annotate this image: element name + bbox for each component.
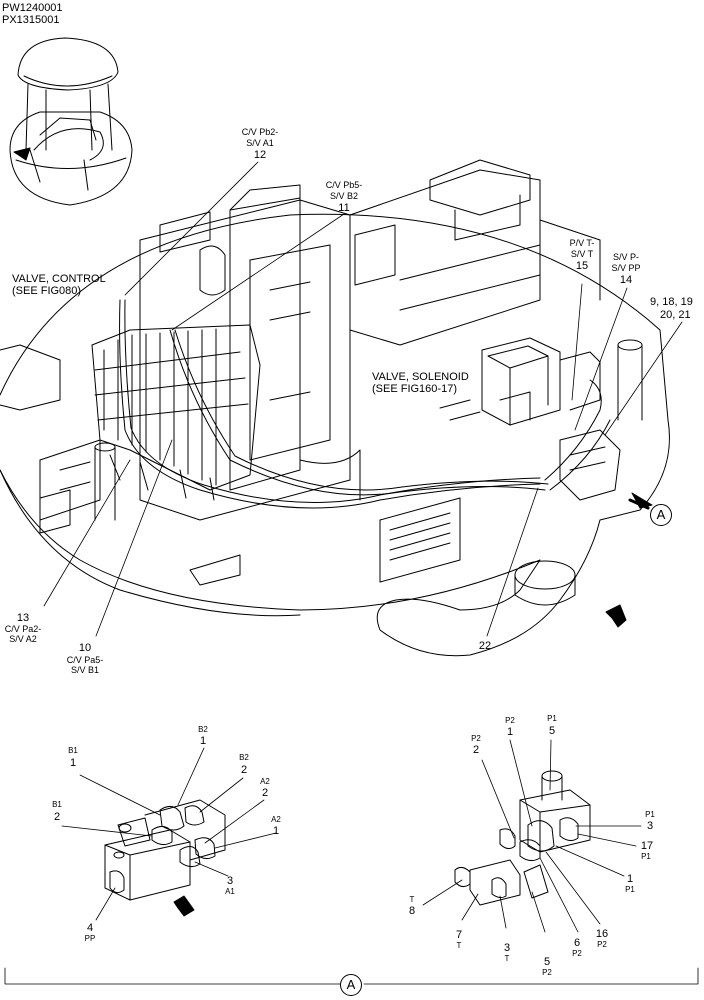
callout-10-number: 10 — [78, 642, 92, 654]
control-valve-note-line1: VALVE, CONTROL — [12, 273, 106, 285]
right-label-t-3-num: 3 — [503, 942, 511, 954]
detail-right — [422, 739, 642, 933]
machine-thumbnail — [9, 37, 133, 206]
detail-left — [61, 747, 277, 921]
right-label-p1-1-num: 1 — [626, 873, 634, 885]
left-label-b1-1-num: 1 — [69, 757, 77, 769]
callout-15-text1: P/V T- — [569, 238, 595, 248]
right-label-t-7-num: 7 — [455, 929, 463, 941]
upper-structure-view — [0, 159, 670, 657]
left-label-b2-1-sub: B2 — [198, 725, 208, 734]
right-label-p1-5-sub: P1 — [547, 714, 557, 723]
callout-13-number: 13 — [16, 612, 30, 624]
right-label-p1-5-num: 5 — [548, 725, 556, 737]
callout-22-number: 22 — [478, 640, 492, 652]
callout-11-text2: S/V B2 — [329, 191, 358, 201]
right-label-p2-16-sub: P2 — [597, 940, 607, 949]
view-a-marker-bottom: A — [340, 974, 362, 996]
callout-11-number: 11 — [338, 202, 350, 214]
right-label-t-8-sub: T — [409, 895, 415, 904]
left-label-a2-1-num: 1 — [272, 825, 280, 837]
view-a-marker-main: A — [650, 504, 672, 526]
left-label-a2-2-sub: A2 — [260, 777, 270, 786]
left-label-b2-1-num: 1 — [199, 735, 207, 747]
left-label-a2-2-num: 2 — [261, 787, 269, 799]
left-label-b1-1-sub: B1 — [68, 746, 78, 755]
right-label-p1-1-sub: P1 — [625, 885, 635, 894]
left-label-b1-2-sub: B1 — [52, 800, 62, 809]
right-label-p2-2-sub: P2 — [471, 734, 481, 743]
drawing-code-1: PW1240001 — [2, 2, 63, 14]
right-label-p2-2-num: 2 — [472, 744, 480, 756]
callout-14-text1: S/V P- — [612, 252, 639, 262]
callout-14-number: 14 — [619, 274, 633, 286]
right-label-p2-16-num: 16 — [595, 928, 609, 940]
left-label-b2-2-sub: B2 — [239, 753, 249, 762]
callout-12-text2: S/V A1 — [246, 138, 274, 148]
left-label-a1-3-num: 3 — [226, 875, 234, 887]
callout-11-text1: C/V Pb5- — [325, 180, 363, 190]
left-label-a2-1-sub: A2 — [271, 815, 281, 824]
left-label-b1-2-num: 2 — [53, 811, 61, 823]
callout-10-text2: S/V B1 — [70, 665, 99, 675]
drawing-code-2: PX1315001 — [2, 14, 60, 26]
right-label-p1-3-sub: P1 — [645, 810, 655, 819]
callout-15-text2: S/V T — [570, 249, 594, 259]
solenoid-valve-note-line2: (SEE FIG160-17) — [372, 383, 457, 395]
right-label-t-7-sub: T — [456, 941, 462, 950]
callout-13-text1: C/V Pa2- — [4, 624, 42, 634]
callout-12-number: 12 — [253, 149, 267, 161]
callout-9-18-19-numbers: 9, 18, 19 — [650, 296, 693, 308]
right-label-t-8-num: 8 — [408, 905, 416, 917]
left-label-b2-2-num: 2 — [240, 764, 248, 776]
right-label-p1-3-num: 3 — [646, 820, 654, 832]
right-label-p2-1-sub: P2 — [505, 716, 515, 725]
left-label-pp-4-sub: PP — [84, 934, 96, 943]
callout-15-number: 15 — [575, 260, 589, 272]
right-label-p2-1-num: 1 — [506, 726, 514, 738]
right-label-p1-17-sub: P1 — [641, 852, 651, 861]
callout-12-text1: C/V Pb2- — [241, 127, 279, 137]
right-label-p2-6-num: 6 — [573, 937, 581, 949]
leader-lines — [43, 161, 683, 637]
solenoid-valve-note-line1: VALVE, SOLENOID — [372, 371, 469, 383]
callout-10-text1: C/V Pa5- — [66, 655, 104, 665]
callout-13-text2: S/V A2 — [9, 634, 37, 644]
right-label-p2-6-sub: P2 — [572, 949, 582, 958]
callout-20-21-numbers: 20, 21 — [660, 309, 691, 321]
control-valve-stack — [91, 324, 261, 501]
left-label-pp-4-num: 4 — [86, 922, 94, 934]
right-label-t-3-sub: T — [504, 954, 510, 963]
right-label-p2-5-num: 5 — [543, 956, 551, 968]
callout-14-text2: S/V PP — [611, 263, 641, 273]
right-label-p2-5-sub: P2 — [542, 968, 552, 977]
left-label-a1-3-sub: A1 — [225, 887, 235, 896]
control-valve-note-line2: (SEE FIG080) — [12, 285, 82, 297]
right-label-p1-17-num: 17 — [640, 840, 654, 852]
